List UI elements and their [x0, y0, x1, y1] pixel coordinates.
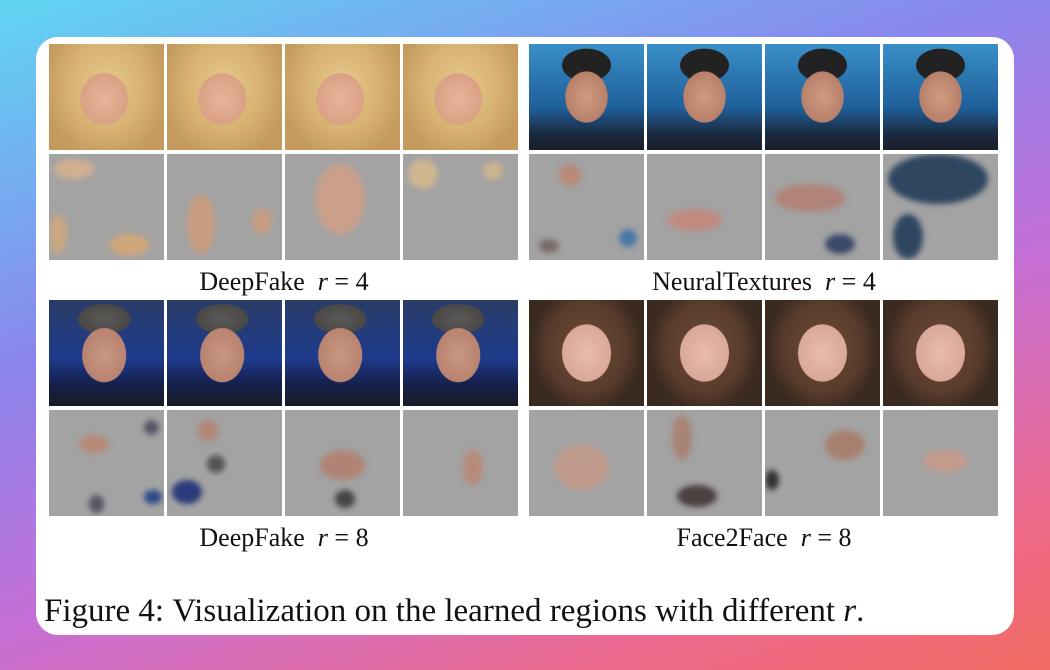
panel-label: NeuralTextures r = 4	[529, 267, 999, 297]
region-mask	[49, 154, 164, 260]
r-value: = 8	[817, 523, 852, 552]
mask-row	[49, 154, 518, 260]
method-name: NeuralTextures	[652, 267, 813, 296]
face-image	[529, 300, 644, 406]
caption-prefix: Figure 4:	[44, 593, 165, 629]
region-mask	[285, 154, 400, 260]
r-symbol: r	[825, 267, 836, 296]
face-image	[529, 44, 644, 150]
face-image	[883, 300, 998, 406]
region-mask	[765, 410, 880, 516]
region-mask	[765, 154, 880, 260]
face-row	[49, 300, 518, 406]
region-mask	[403, 410, 518, 516]
region-mask	[529, 410, 644, 516]
face-image	[49, 44, 164, 150]
face-image	[285, 300, 400, 406]
method-name: DeepFake	[199, 267, 305, 296]
region-mask	[529, 154, 644, 260]
region-mask	[167, 410, 282, 516]
mask-row	[529, 410, 998, 516]
region-mask	[647, 410, 762, 516]
face-image	[49, 300, 164, 406]
face-image	[765, 300, 880, 406]
caption-end: .	[856, 593, 865, 629]
mask-row	[529, 154, 998, 260]
face-image	[765, 44, 880, 150]
mask-row	[49, 410, 518, 516]
face-image	[403, 44, 518, 150]
face-image	[403, 300, 518, 406]
r-value: = 4	[841, 267, 876, 296]
figure-card: DeepFake r = 4	[36, 37, 1014, 635]
face-image	[883, 44, 998, 150]
panel-label: DeepFake r = 8	[49, 523, 519, 553]
r-symbol: r	[800, 523, 811, 552]
region-mask	[883, 154, 998, 260]
region-mask	[647, 154, 762, 260]
face-image	[167, 300, 282, 406]
figure-caption: Figure 4: Visualization on the learned r…	[44, 593, 864, 630]
face-image	[167, 44, 282, 150]
method-name: DeepFake	[199, 523, 305, 552]
face-row	[529, 44, 998, 150]
region-mask	[403, 154, 518, 260]
face-row	[49, 44, 518, 150]
panel-label: Face2Face r = 8	[529, 523, 999, 553]
panel-label: DeepFake r = 4	[49, 267, 519, 297]
r-value: = 4	[334, 267, 369, 296]
r-symbol: r	[317, 267, 328, 296]
region-mask	[167, 154, 282, 260]
face-image	[285, 44, 400, 150]
region-mask	[49, 410, 164, 516]
face-image	[647, 44, 762, 150]
region-mask	[285, 410, 400, 516]
r-symbol: r	[317, 523, 328, 552]
region-mask	[883, 410, 998, 516]
method-name: Face2Face	[676, 523, 788, 552]
caption-text: Visualization on the learned regions wit…	[172, 593, 836, 629]
r-value: = 8	[334, 523, 369, 552]
face-image	[647, 300, 762, 406]
face-row	[529, 300, 998, 406]
caption-variable: r	[843, 593, 857, 629]
